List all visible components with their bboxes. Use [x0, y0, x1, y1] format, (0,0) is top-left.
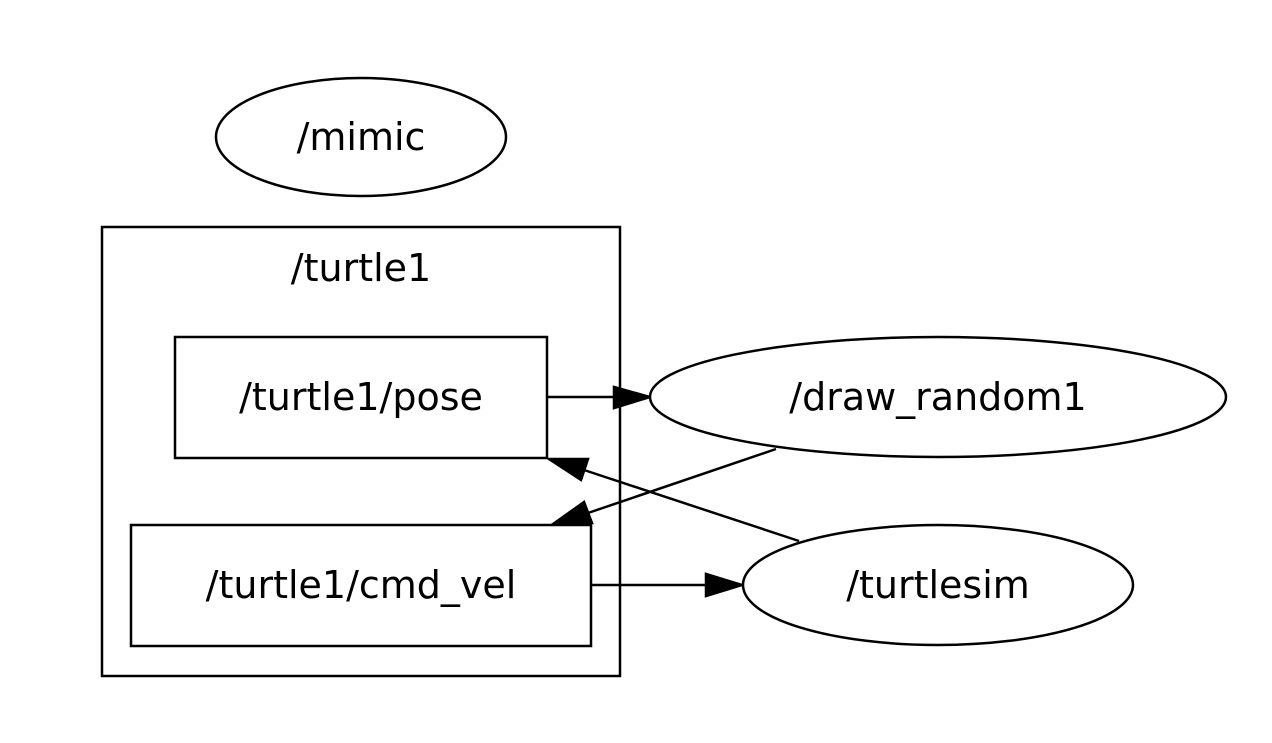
edge-cmd-vel-to-turtlesim — [592, 572, 747, 598]
edge-line — [587, 447, 777, 515]
edge-pose-to-draw-random1 — [547, 385, 655, 410]
edge-draw-random1-to-cmd-vel — [548, 447, 777, 526]
node-mimic-ellipse — [214, 76, 508, 198]
node-draw-random1[interactable]: /draw_random1 — [648, 335, 1228, 459]
node-turtle1-cmd-vel-label: /turtle1/cmd_vel — [206, 563, 517, 607]
arrowhead — [704, 572, 747, 598]
edge-line — [583, 468, 800, 543]
node-turtle1-pose-label: /turtle1/pose — [239, 375, 483, 419]
node-turtle1-cmd-vel-box — [129, 523, 593, 648]
node-draw-random1-ellipse — [648, 335, 1228, 459]
arrowhead — [544, 457, 590, 482]
node-turtle1-pose-box — [173, 335, 549, 460]
node-turtlesim-ellipse — [741, 523, 1135, 647]
cluster-turtle1-label: /turtle1 — [291, 246, 431, 290]
node-turtlesim-label: /turtlesim — [846, 563, 1030, 607]
arrowhead — [612, 385, 655, 410]
node-turtle1-cmd-vel[interactable]: /turtle1/cmd_vel — [129, 523, 593, 648]
node-turtlesim[interactable]: /turtlesim — [741, 523, 1135, 647]
node-draw-random1-label: /draw_random1 — [789, 375, 1086, 419]
node-mimic-label: /mimic — [297, 115, 426, 159]
node-mimic[interactable]: /mimic — [214, 76, 508, 198]
arrowhead — [548, 500, 594, 526]
edge-turtlesim-to-pose — [544, 457, 800, 543]
cluster-turtle1-box — [100, 225, 622, 678]
node-turtle1-pose[interactable]: /turtle1/pose — [173, 335, 549, 460]
cluster-turtle1: /turtle1 — [100, 225, 622, 678]
